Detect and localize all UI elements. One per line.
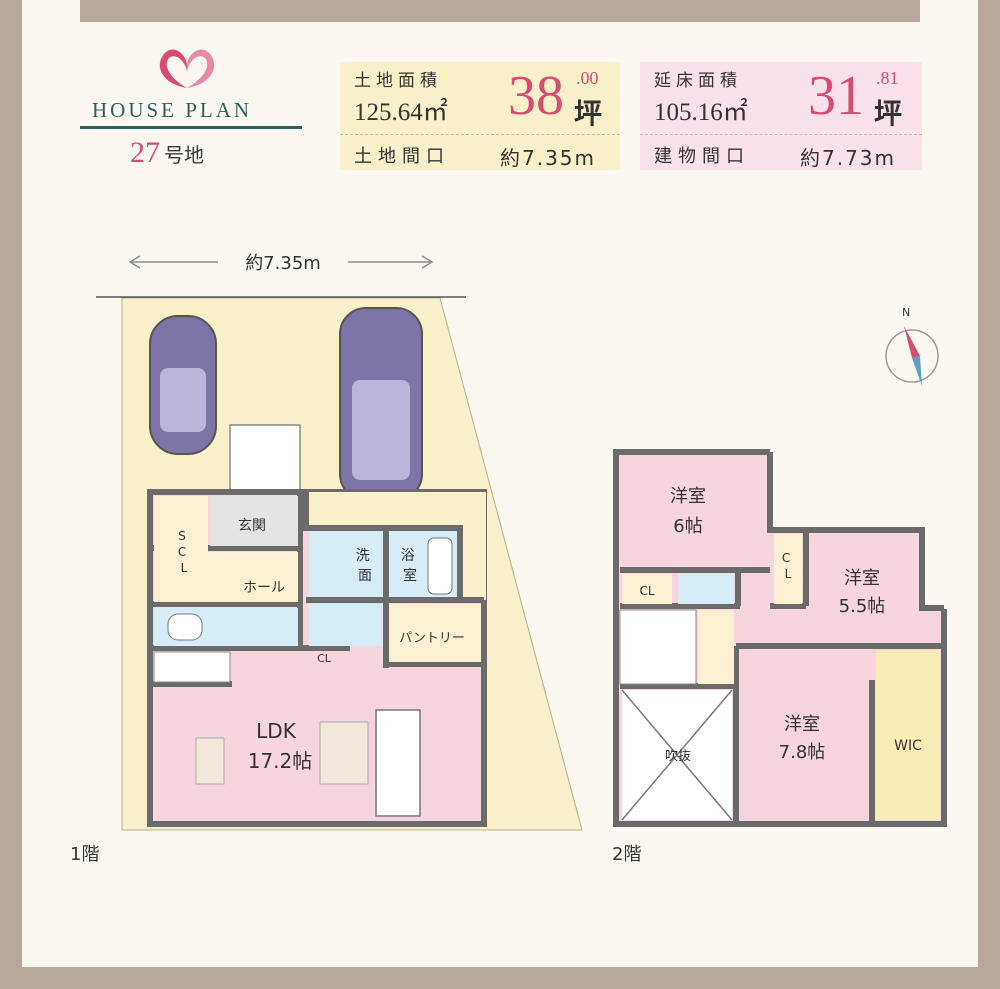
- land-area-tsubo-decimal: .00: [576, 68, 599, 88]
- floor2-notch: [770, 449, 948, 529]
- land-info-box: 土地面積 125.64㎡ 38 .00 坪 土地間口 約7.35m: [340, 62, 620, 170]
- room-scl: S C L: [178, 529, 190, 575]
- top-bar: [80, 0, 920, 22]
- car-left-icon: [149, 315, 217, 455]
- room-bath-1: 浴: [401, 548, 415, 564]
- frame-left: [0, 0, 22, 989]
- floor1-label: 1階: [70, 844, 100, 865]
- stair-2f: [619, 609, 697, 685]
- room-cl2-c: C: [782, 551, 790, 565]
- land-divider: [340, 134, 620, 135]
- room-hall: ホール: [243, 580, 285, 596]
- room-wash-1: 洗: [356, 548, 370, 564]
- entrance-floor: [210, 496, 298, 546]
- floor1-notch: [306, 492, 486, 528]
- room-wic: WIC: [894, 738, 922, 754]
- room-bath-2: 室: [403, 567, 417, 584]
- lot-number-suffix: 号地: [164, 145, 204, 167]
- floor-area-label: 延床面積: [654, 71, 742, 91]
- wic-area: [876, 650, 940, 820]
- room-cl-1f: CL: [317, 652, 332, 665]
- dining-table: [319, 721, 369, 785]
- hall-floor: [154, 552, 298, 602]
- room-entrance: 玄関: [238, 517, 266, 534]
- void-cross-2: [621, 689, 733, 821]
- building-frontage-label: 建物間口: [654, 146, 750, 167]
- stair-1f: [153, 651, 231, 683]
- floor2-label: 2階: [612, 844, 642, 865]
- land-frontage-value: 約7.35m: [500, 146, 597, 170]
- room-western2: 洋室: [844, 568, 880, 589]
- floor-area-sqm: 105.16㎡: [654, 99, 748, 126]
- land-area-tsubo: 38: [508, 65, 564, 127]
- room-western3: 洋室: [784, 714, 820, 735]
- kitchen-wet-area: [309, 604, 383, 646]
- width-dimension: [128, 255, 434, 269]
- land-area-sqm: 125.64㎡: [354, 99, 448, 126]
- floor-tsubo-unit: 坪: [874, 97, 903, 130]
- floor-area-tsubo: 31: [808, 65, 864, 127]
- wash-room: [309, 531, 383, 597]
- bathtub: [427, 537, 453, 595]
- room-ldk-size: 17.2帖: [248, 749, 313, 773]
- kitchen-counter: [375, 709, 421, 817]
- room-western1: 洋室: [670, 486, 706, 507]
- room-cl1-2f: CL: [639, 584, 654, 598]
- toilet-2f: [678, 574, 734, 604]
- compass-north: N: [902, 306, 910, 319]
- porch: [229, 424, 301, 494]
- cl1-closet: [622, 574, 672, 604]
- cl2-closet: [774, 534, 802, 604]
- room-scl-c: C: [178, 545, 186, 559]
- land-tsubo-unit: 坪: [574, 97, 603, 130]
- room-wash-2: 面: [358, 568, 372, 584]
- leaf-logo-icon: [159, 49, 215, 88]
- room-western3-size: 7.8帖: [779, 742, 826, 763]
- building-info-box: 延床面積 105.16㎡ 31 .81 坪 建物間口 約7.73m: [640, 62, 922, 170]
- toilet-fixture: [167, 613, 203, 641]
- room-western2-size: 5.5帖: [839, 596, 886, 617]
- land-frontage-label: 土地間口: [354, 146, 450, 167]
- width-dimension-label: 約7.35m: [245, 253, 321, 274]
- compass-icon: [885, 326, 939, 386]
- building-divider: [640, 134, 922, 135]
- brand-title: HOUSE PLAN: [92, 98, 253, 122]
- room-cl2-2f: C L: [782, 551, 794, 581]
- room-scl-s: S: [178, 529, 186, 543]
- car-right-icon: [339, 307, 423, 501]
- brand-rule: [80, 126, 302, 129]
- room-void: 吹抜: [665, 748, 691, 764]
- pantry-area: [389, 604, 481, 662]
- sofa: [195, 737, 225, 785]
- floor1-notch-right: [460, 528, 486, 600]
- room-bath: 浴 室: [401, 548, 419, 584]
- room-pantry: パントリー: [399, 631, 465, 646]
- land-area-label: 土地面積: [354, 71, 442, 91]
- room-cl2-l: L: [785, 567, 792, 581]
- building-frontage-value: 約7.73m: [800, 146, 897, 170]
- lot-number-value: 27: [130, 136, 160, 169]
- floor-area-tsubo-decimal: .81: [876, 68, 899, 88]
- frame-bottom: [0, 967, 1000, 989]
- room-ldk: LDK: [256, 719, 297, 743]
- room-scl-l: L: [181, 561, 188, 575]
- hall-2f: [698, 610, 734, 684]
- room-western1-size: 6帖: [673, 516, 702, 537]
- frame-right: [978, 0, 1000, 989]
- room-wash: 洗 面: [356, 548, 374, 584]
